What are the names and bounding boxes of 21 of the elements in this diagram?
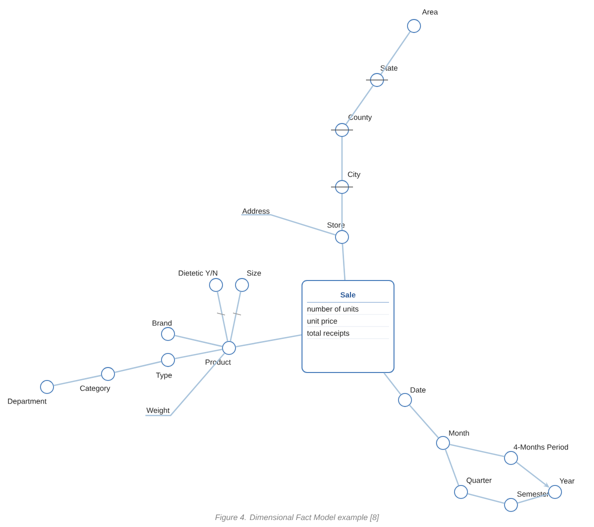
caption: Figure 4. Dimensional Fact Model example [8] bbox=[215, 514, 380, 522]
connector bbox=[409, 404, 439, 438]
connector bbox=[216, 292, 228, 342]
connector bbox=[174, 348, 222, 360]
connector bbox=[345, 85, 374, 125]
connector bbox=[236, 334, 302, 348]
connector bbox=[114, 360, 162, 374]
connector bbox=[444, 449, 460, 486]
connector bbox=[450, 444, 504, 458]
connector bbox=[384, 372, 402, 395]
connector bbox=[145, 352, 225, 416]
connector bbox=[341, 194, 343, 230]
connector bbox=[341, 136, 343, 180]
connector bbox=[54, 374, 102, 386]
connector bbox=[174, 334, 222, 348]
connector bbox=[241, 214, 336, 236]
connector bbox=[230, 292, 242, 342]
connector bbox=[342, 244, 346, 280]
connector bbox=[380, 31, 411, 75]
connector bbox=[517, 493, 549, 504]
connector bbox=[468, 493, 504, 504]
